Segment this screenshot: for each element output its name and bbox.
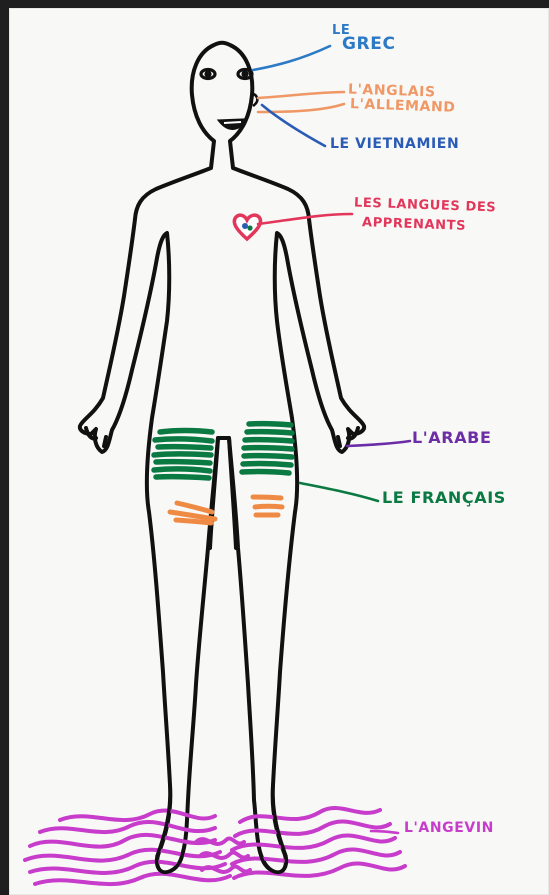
connector-francais xyxy=(300,483,378,501)
body-outline xyxy=(80,43,364,873)
angevin-scribble xyxy=(25,808,405,884)
connector-grec xyxy=(253,46,330,70)
label-arabe: L'ARABE xyxy=(412,430,492,446)
connector-anglais xyxy=(258,92,344,98)
label-allemand: L'ALLEMAND xyxy=(350,97,456,115)
face xyxy=(201,70,257,129)
connector-angevin xyxy=(371,831,398,833)
left-pupil xyxy=(206,72,210,76)
connector-arabe xyxy=(347,441,410,446)
teeth xyxy=(224,122,241,123)
heart-dot-blue xyxy=(242,223,248,229)
orange-scribble xyxy=(170,497,282,523)
label-vietnamien: LE VIETNAMIEN xyxy=(330,137,459,151)
right-pupil xyxy=(243,72,247,76)
label-grec: GREC xyxy=(342,36,396,53)
heart xyxy=(234,215,260,239)
label-angevin: L'ANGEVIN xyxy=(404,821,494,835)
label-langues-line2: APPRENANTS xyxy=(362,216,466,233)
label-francais: LE FRANÇAIS xyxy=(382,490,506,506)
heart-dot-green xyxy=(247,225,252,230)
connector-langues xyxy=(258,214,352,224)
francais-scribble xyxy=(154,424,292,478)
